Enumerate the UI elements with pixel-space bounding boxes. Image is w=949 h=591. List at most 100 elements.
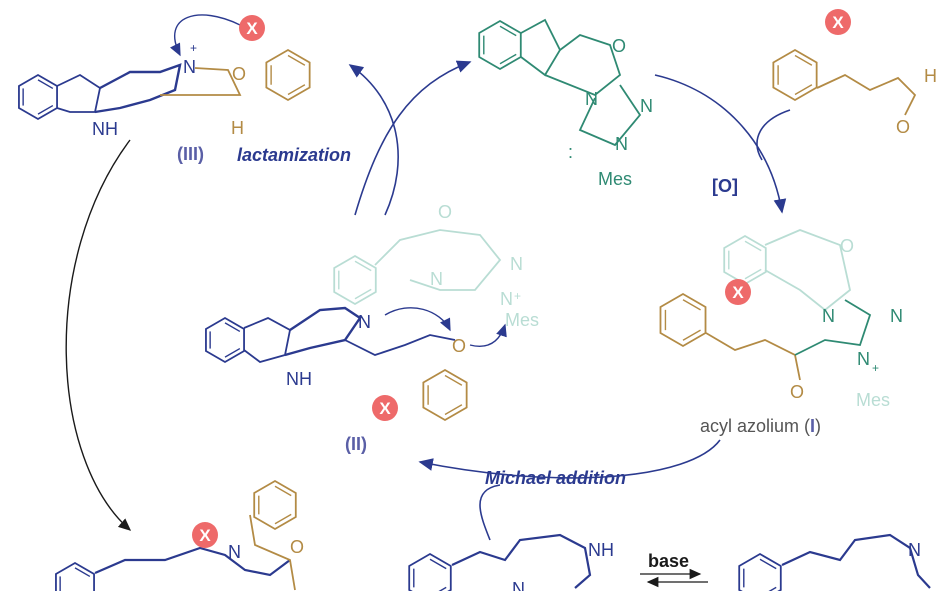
substrate-rings — [451, 533, 592, 589]
x-label: X — [199, 526, 211, 545]
nhc-n2: N — [640, 96, 653, 116]
II-benzene-ring-double-bond — [224, 322, 241, 333]
II-benzene-ring — [205, 316, 245, 364]
III-pyrrole-ring — [56, 73, 102, 113]
arrow-curly-III — [169, 14, 241, 57]
arrow-curly-II-b — [469, 323, 507, 347]
II-catalyst-benzene-ring — [333, 254, 377, 306]
nhc-indane-ring — [520, 18, 562, 77]
acyl-aryl-ring-double-bond — [682, 299, 701, 311]
II-x-substituent: X — [372, 395, 398, 421]
III-nh: NH — [92, 119, 118, 139]
III-benzene-ring — [18, 73, 58, 121]
II-aryl-ring-double-bond — [444, 374, 463, 386]
II-label: (II) — [345, 434, 367, 454]
II-pyrrole-ring — [243, 317, 292, 363]
x-label: X — [379, 399, 391, 418]
michael-addition-label: Michael addition — [485, 468, 626, 488]
acyl-aryl-ring — [659, 292, 707, 348]
x-circle — [725, 279, 751, 305]
III-plus: + — [190, 41, 197, 55]
product-n: N — [228, 542, 241, 562]
arrow-substrate-in — [479, 484, 501, 541]
x-circle — [825, 9, 851, 35]
substrate-benzene-ring — [408, 552, 452, 591]
product-o: O — [290, 537, 304, 557]
x-circle — [192, 522, 218, 548]
acyl-carbonyl-o: O — [790, 382, 804, 402]
nhc-n1: N — [585, 89, 598, 109]
aldehyde-aryl-ring — [772, 48, 818, 102]
product-lactone-ring — [249, 514, 296, 591]
nhc-mes: Mes — [598, 169, 632, 189]
acyl-indane-benzene-ring — [723, 234, 767, 286]
product-rings — [94, 546, 291, 577]
acyl-n2: N — [890, 306, 903, 326]
II-dihydropyridine-ring — [284, 306, 362, 357]
product-x-substituent: X — [192, 522, 218, 548]
nhc-benzene-ring-double-bond — [499, 25, 517, 37]
x-circle — [239, 15, 265, 41]
nhc-triazole-ring — [578, 84, 642, 147]
III-piperidine-ring — [94, 63, 182, 114]
arrow-michael — [418, 439, 721, 479]
acyl-o: O — [840, 236, 854, 256]
x-label: X — [732, 283, 744, 302]
arrow-to-nhc — [354, 60, 472, 216]
III-aryl-ring-double-bond — [287, 84, 306, 96]
nhc-o: O — [612, 36, 626, 56]
arrow-aldehyde-in — [756, 109, 791, 161]
product-benzene-ring-double-bond — [74, 567, 91, 578]
III-label: (III) — [177, 144, 204, 164]
III-n-atom: N — [183, 57, 196, 77]
product-aryl-ring-double-bond — [274, 485, 292, 497]
nhc-benzene-ring — [478, 19, 522, 71]
aldehyde-aryl-ring-double-bond — [794, 54, 813, 66]
II-n2: N — [510, 254, 523, 274]
II-aryl-ring-double-bond — [444, 404, 463, 416]
nhc-benzene-ring-double-bond — [499, 53, 517, 65]
III-benzene-ring-double-bond — [37, 79, 54, 90]
substrate-benzene-ring-double-bond — [438, 586, 447, 591]
aldehyde-h: H — [924, 66, 937, 86]
substrate-benzene-ring-double-bond — [429, 558, 447, 570]
acyl-enone-chain — [705, 332, 801, 381]
acyl-n3: N — [857, 349, 870, 369]
aldehyde-aryl-ring-double-bond — [794, 84, 813, 96]
acyl-plus: + — [872, 361, 879, 375]
acyl-triazolium-ring — [794, 299, 872, 356]
imine-benzene-ring — [738, 552, 782, 591]
aldehyde-o: O — [896, 117, 910, 137]
arrow-curly-II-a — [384, 307, 451, 332]
base-label: base — [648, 551, 689, 571]
III-o-atom: O — [232, 64, 246, 84]
II-catalyst-rings — [374, 229, 502, 291]
substrate-n: N — [512, 579, 525, 591]
x-circle — [372, 395, 398, 421]
imine-n: N — [908, 540, 921, 560]
aldehyde-chain — [816, 73, 917, 116]
arrow-to-product — [65, 139, 132, 531]
III-lactam-chain — [160, 67, 242, 96]
aldehyde-x-substituent: X — [825, 9, 851, 35]
II-plus: + — [514, 289, 521, 303]
II-benzene-ring-double-bond — [224, 347, 241, 358]
acyl-label-prefix: acyl azolium ( — [700, 416, 810, 436]
III-aryl-ring — [265, 48, 311, 102]
imine-benzene-ring-double-bond — [759, 558, 777, 570]
x-label: X — [246, 19, 258, 38]
III-aryl-ring-double-bond — [287, 54, 306, 66]
III-benzene-ring-double-bond — [37, 104, 54, 115]
III-h-atom: H — [231, 118, 244, 138]
substrate-nh: NH — [588, 540, 614, 560]
acyl-aryl-ring-double-bond — [682, 329, 701, 341]
II-aryl-ring — [422, 368, 468, 422]
acyl-x-substituent: X — [725, 279, 751, 305]
product-aryl-ring — [253, 479, 297, 531]
nhc-carbene: : — [568, 142, 573, 162]
arrow-to-III — [348, 64, 399, 216]
arrow-to-acyl-azolium — [654, 74, 787, 214]
x-label: X — [832, 13, 844, 32]
